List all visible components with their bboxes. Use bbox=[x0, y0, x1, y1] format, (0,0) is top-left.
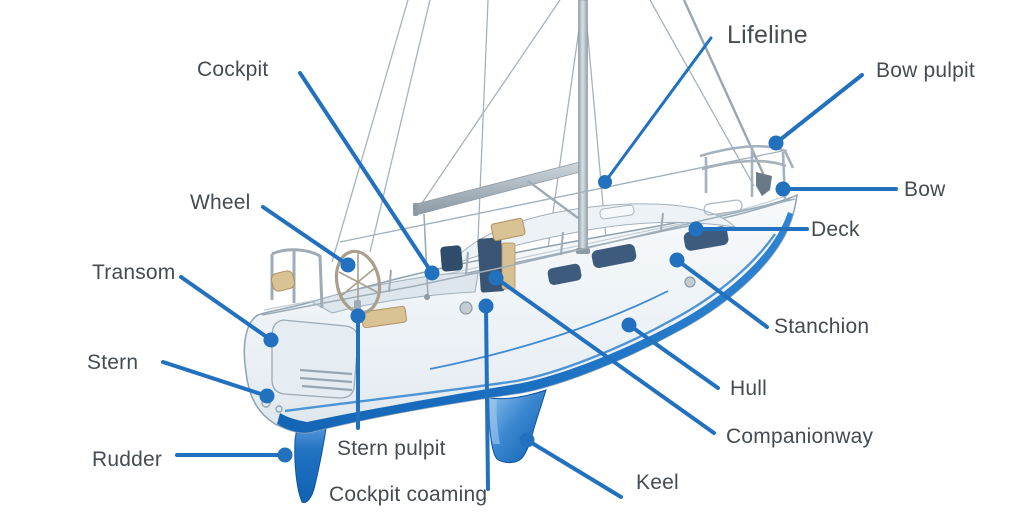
label-stanchion: Stanchion bbox=[774, 315, 870, 338]
label-bow-pulpit: Bow pulpit bbox=[876, 59, 975, 82]
jib-halyard-line bbox=[649, 0, 755, 187]
cabin-window bbox=[547, 263, 582, 286]
leader-cockpit bbox=[298, 71, 440, 281]
label-rudder: Rudder bbox=[92, 448, 163, 471]
deck-hatch bbox=[599, 204, 635, 220]
boom-end-cap bbox=[413, 203, 418, 216]
leader-stern bbox=[161, 360, 275, 404]
label-bow: Bow bbox=[904, 178, 946, 201]
cabin-aft-window bbox=[440, 245, 463, 272]
label-transom: Transom bbox=[92, 261, 176, 284]
leader-companionway bbox=[488, 270, 716, 435]
backstay-line bbox=[331, 0, 409, 263]
label-stern: Stern bbox=[87, 351, 139, 374]
shroud-line-2 bbox=[585, 14, 607, 239]
leader-wheel bbox=[261, 205, 356, 273]
label-keel: Keel bbox=[636, 471, 679, 494]
label-cockpit: Cockpit bbox=[197, 58, 269, 81]
boom-vang bbox=[527, 180, 579, 219]
leader-keel bbox=[519, 432, 623, 499]
cabin-window-2 bbox=[591, 244, 637, 268]
label-deck: Deck bbox=[811, 218, 860, 241]
hull-accent-line bbox=[429, 290, 669, 370]
leader-stern-pulpit bbox=[350, 308, 366, 430]
fore-hatch bbox=[703, 199, 743, 216]
winch-2 bbox=[684, 276, 696, 288]
leader-lifeline bbox=[598, 36, 713, 189]
anchor-fitting bbox=[756, 172, 772, 196]
label-companionway: Companionway bbox=[726, 425, 874, 448]
leader-stanchion bbox=[669, 252, 769, 329]
bow-pulpit-rail bbox=[699, 144, 795, 201]
stern-rail-pad-wood bbox=[270, 270, 296, 292]
leader-hull bbox=[621, 317, 720, 390]
topping-lift-line bbox=[419, 0, 561, 207]
leader-cockpit-coaming bbox=[478, 298, 494, 491]
leader-transom bbox=[179, 275, 279, 348]
rudder-shape bbox=[294, 421, 328, 503]
leader-deck bbox=[688, 221, 809, 237]
label-lifeline: Lifeline bbox=[727, 21, 808, 49]
leader-bow-pulpit bbox=[768, 73, 864, 151]
hull-bottom-band bbox=[277, 212, 793, 433]
label-cockpit-coaming: Cockpit coaming bbox=[329, 483, 488, 506]
leader-rudder bbox=[175, 447, 293, 463]
companionway-hatch-wood bbox=[490, 217, 526, 242]
boot-stripe bbox=[284, 233, 776, 413]
leader-bow bbox=[775, 181, 898, 197]
shroud-line bbox=[547, 14, 582, 249]
mainsheet-block bbox=[424, 294, 430, 300]
label-hull: Hull bbox=[730, 377, 767, 400]
near-lifeline bbox=[307, 198, 796, 307]
label-wheel: Wheel bbox=[190, 191, 251, 214]
backstay-line-2 bbox=[369, 0, 431, 253]
transom-vent-2 bbox=[275, 405, 283, 413]
rigging-lines bbox=[331, 0, 768, 263]
winch bbox=[459, 301, 473, 315]
label-stern-pulpit: Stern pulpit bbox=[337, 437, 446, 460]
keel-highlight bbox=[489, 398, 500, 444]
cabin-trunk bbox=[451, 203, 737, 264]
main-halyard-line bbox=[477, 0, 489, 241]
keel-shape bbox=[488, 389, 547, 464]
stanchion-posts bbox=[388, 212, 664, 293]
swim-ladder bbox=[299, 368, 353, 392]
